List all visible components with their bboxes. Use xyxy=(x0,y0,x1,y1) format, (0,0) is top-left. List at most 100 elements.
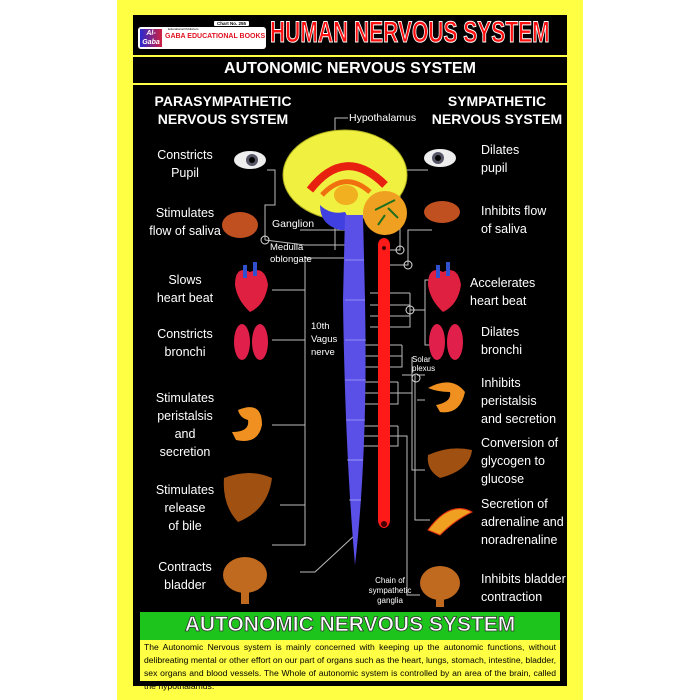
ganglion-marker xyxy=(395,245,405,255)
effect-line: secretion xyxy=(159,445,211,459)
effect-line: of bile xyxy=(168,519,202,533)
effect-line: Inhibits bladder xyxy=(481,572,566,586)
stomach-icon xyxy=(428,382,465,413)
effect-line: contraction xyxy=(481,590,543,604)
effect-line: bronchi xyxy=(164,345,206,359)
footer-title: AUTONOMIC NERVOUS SYSTEM xyxy=(184,613,516,637)
eye-icon xyxy=(424,149,456,167)
symp-effect-glycogen: Conversion of glycogen to glucose xyxy=(481,434,581,488)
publisher-tagline: Educational Publishers xyxy=(168,27,199,31)
stomach-icon xyxy=(232,407,262,441)
effect-line: Dilates xyxy=(481,325,520,339)
salivary-gland-icon xyxy=(424,201,460,223)
footer-description-box xyxy=(140,640,560,681)
para-effect-saliva: Stimulates flow of saliva xyxy=(125,204,245,240)
publisher-logo: Al-Gaba Educational Publishers GABA EDUC… xyxy=(138,27,266,49)
effect-line: peristalsis xyxy=(157,409,213,423)
bladder-icon xyxy=(420,566,460,607)
para-effect-bile: Stimulates release of bile xyxy=(125,481,245,535)
effect-line: glucose xyxy=(481,472,525,486)
symp-effect-saliva: Inhibits flow of saliva xyxy=(481,202,581,238)
symp-effect-pupil: Dilates pupil xyxy=(481,141,581,177)
poster-subtitle: AUTONOMIC NERVOUS SYSTEM xyxy=(224,60,476,77)
label-ganglion: Ganglion xyxy=(272,218,315,230)
effect-line: of saliva xyxy=(481,222,527,236)
salivary-gland-icon xyxy=(222,212,258,238)
label-line: Medulla xyxy=(270,242,304,253)
effect-line: Dilates xyxy=(481,143,520,157)
effect-line: flow of saliva xyxy=(149,224,221,238)
label-line: plexus xyxy=(412,364,436,373)
effect-line: Accelerates xyxy=(470,276,536,290)
symp-effect-adrenaline: Secretion of adrenaline and noradrenaline xyxy=(481,495,581,549)
heading-line: PARASYMPATHETIC xyxy=(154,93,292,109)
label-line: ganglia xyxy=(377,596,403,605)
effect-line: Stimulates xyxy=(155,483,215,497)
effect-line: Constricts xyxy=(157,327,213,341)
effect-line: and secretion xyxy=(481,412,557,426)
label-line: oblongate xyxy=(270,254,312,265)
para-effect-bronchi: Constricts bronchi xyxy=(125,325,245,361)
effect-line: Constricts xyxy=(157,148,213,162)
liver-icon xyxy=(427,448,472,478)
ganglion-marker xyxy=(260,235,270,245)
effect-line: and xyxy=(174,427,196,441)
ganglion-marker xyxy=(403,260,413,270)
label-hypothalamus: Hypothalamus xyxy=(349,112,417,124)
bladder-icon xyxy=(223,557,267,604)
effect-line: Stimulates xyxy=(155,206,215,220)
subtitle-bar xyxy=(133,55,567,85)
eye-icon xyxy=(234,151,266,169)
spinal-cord xyxy=(343,215,366,565)
symp-effect-bladder: Inhibits bladder contraction xyxy=(481,570,581,606)
effect-line: release xyxy=(164,501,206,515)
lungs-icon xyxy=(429,324,463,360)
lungs-icon xyxy=(234,324,268,360)
effect-line: Stimulates xyxy=(155,391,215,405)
parasympathetic-heading: PARASYMPATHETIC NERVOUS SYSTEM xyxy=(153,92,293,128)
heading-line: NERVOUS SYSTEM xyxy=(431,111,563,127)
label-line: Chain of xyxy=(375,576,405,585)
label-line: Solar xyxy=(412,355,431,364)
effect-line: Slows xyxy=(168,273,202,287)
effect-line: heart beat xyxy=(156,291,214,305)
effect-line: adrenaline and xyxy=(481,515,564,529)
pancreas-icon xyxy=(427,508,474,536)
label-line: Vagus xyxy=(311,334,338,345)
effect-line: peristalsis xyxy=(481,394,537,408)
poster-title: HUMAN NERVOUS SYSTEM xyxy=(270,16,550,50)
effect-line: pupil xyxy=(481,161,508,175)
chart-number: Chart No. 255 xyxy=(213,20,251,27)
heading-line: NERVOUS SYSTEM xyxy=(157,111,289,127)
publisher-name: GABA EDUCATIONAL BOOKS xyxy=(165,33,266,40)
footer-description: The Autonomic Nervous system is mainly c… xyxy=(144,642,556,691)
symp-effect-peristalsis: Inhibits peristalsis and secretion xyxy=(481,374,581,428)
label-line: sympathetic xyxy=(368,586,412,595)
liver-icon xyxy=(223,473,272,522)
ganglion-marker xyxy=(405,305,415,315)
label-line: nerve xyxy=(311,347,335,358)
logo-mark: Al-Gaba xyxy=(140,29,162,47)
effect-line: Conversion of xyxy=(481,436,559,450)
effect-line: bladder xyxy=(164,578,206,592)
para-effect-peristalsis: Stimulates peristalsis and secretion xyxy=(125,389,245,461)
solar-plexus-marker xyxy=(411,373,421,383)
effect-line: Secretion of xyxy=(481,497,548,511)
sympathetic-chain xyxy=(378,238,390,528)
label-line: 10th xyxy=(311,321,330,332)
effect-line: Pupil xyxy=(171,166,199,180)
effect-line: Inhibits xyxy=(481,376,521,390)
effect-line: Contracts xyxy=(158,560,212,574)
effect-line: Inhibits flow xyxy=(481,204,547,218)
effect-line: glycogen to xyxy=(481,454,545,468)
effect-line: noradrenaline xyxy=(481,533,558,547)
footer-title-bar xyxy=(140,612,560,640)
sympathetic-heading: SYMPATHETIC NERVOUS SYSTEM xyxy=(428,92,566,128)
